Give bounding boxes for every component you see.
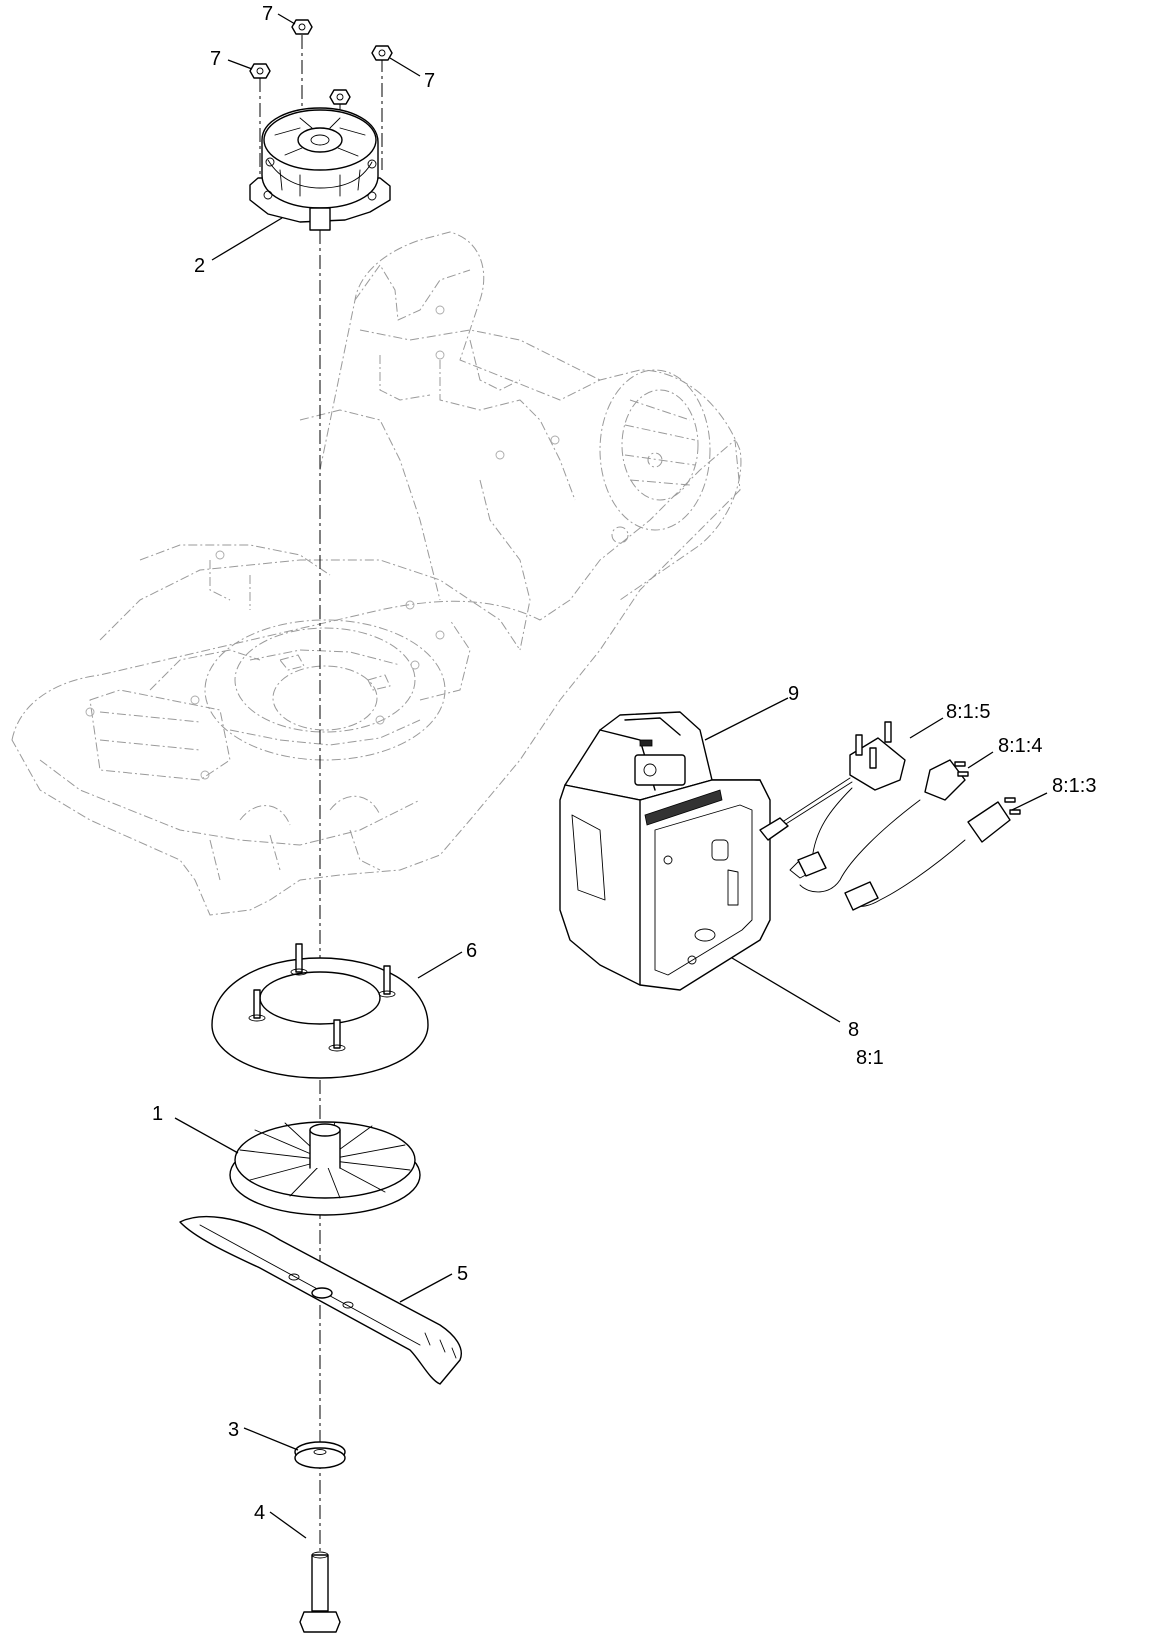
callout-3: 3 xyxy=(228,1419,239,1441)
callout-8-1-5: 8:1:5 xyxy=(946,701,990,723)
fan-part-1 xyxy=(229,1121,421,1216)
washer-part-3 xyxy=(294,1441,346,1469)
charger-part-8 xyxy=(559,779,771,991)
leader-lines xyxy=(174,13,1048,1539)
power-cord-8-1-5 xyxy=(759,721,906,879)
callout-9: 9 xyxy=(788,683,799,705)
callout-8-1-3: 8:1:3 xyxy=(1052,775,1096,797)
power-cord-8-1-4 xyxy=(797,759,969,893)
motor-part-2 xyxy=(249,107,391,231)
bolt-part-4 xyxy=(299,1551,341,1633)
callout-2: 2 xyxy=(194,255,205,277)
callout-5: 5 xyxy=(457,1263,468,1285)
callout-6: 6 xyxy=(466,940,477,962)
callout-7-right: 7 xyxy=(424,70,435,92)
callout-4: 4 xyxy=(254,1502,265,1524)
callout-8-1-4: 8:1:4 xyxy=(998,735,1042,757)
blade-part-5 xyxy=(179,1215,462,1385)
baffle-part-6 xyxy=(211,943,429,1079)
power-cord-8-1-3 xyxy=(844,797,1021,911)
callout-labels: 7 7 7 2 6 1 5 3 4 9 8:1:5 8:1:4 8:1:3 8 … xyxy=(152,3,1096,1524)
nut-part-7 xyxy=(249,19,393,105)
callout-8-1: 8:1 xyxy=(856,1047,884,1069)
battery-part-9 xyxy=(564,711,713,801)
mower-housing-phantom xyxy=(11,231,742,916)
callout-8: 8 xyxy=(848,1019,859,1041)
callout-1: 1 xyxy=(152,1103,163,1125)
callout-7-top: 7 xyxy=(262,3,273,25)
callout-7-left: 7 xyxy=(210,48,221,70)
